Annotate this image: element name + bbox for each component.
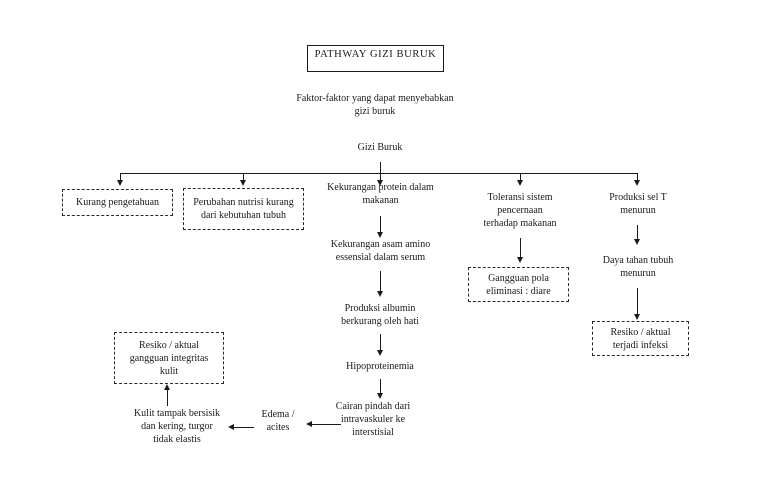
root-connector-line [380, 162, 381, 180]
arrowhead-produksi-sel-t [634, 180, 640, 186]
arrowhead-perubahan-nutrisi [240, 180, 246, 186]
node-produksi-albumin: Produksi albumin berkurang oleh hati [341, 303, 419, 327]
line-asam-amino-to-albumin [380, 271, 381, 291]
arrowhead-to-hipoproteinemia [377, 350, 383, 356]
node-edema-acites: Edema / acites [261, 409, 295, 433]
branch-rail-line [120, 173, 638, 174]
node-kurang-pengetahuan: Kurang pengetahuan [62, 189, 173, 216]
line-cairan-to-edema [312, 424, 341, 425]
drop-line-perubahan-nutrisi [243, 173, 244, 180]
line-daya-tahan-to-infeksi [637, 288, 638, 314]
line-toleransi-to-eliminasi [520, 238, 521, 257]
arrowhead-to-resiko-integritas [164, 384, 170, 390]
line-hipoproteinemia-to-cairan [380, 379, 381, 393]
line-kulit-to-resiko-integritas [167, 390, 168, 406]
arrowhead-root-to-protein [377, 180, 383, 186]
line-protein-to-asam-amino [380, 216, 381, 232]
diagram-title: PATHWAY GIZI BURUK [314, 49, 437, 60]
arrowhead-to-albumin [377, 291, 383, 297]
node-hipoproteinemia: Hipoproteinemia [346, 361, 414, 372]
node-perubahan-nutrisi: Perubahan nutrisi kurang dari kebutuhan … [183, 188, 304, 230]
arrowhead-to-cairan [377, 393, 383, 399]
arrowhead-to-infeksi [634, 314, 640, 320]
node-resiko-infeksi: Resiko / aktual terjadi infeksi [592, 321, 689, 356]
node-kulit-bersisik: Kulit tampak bersisik dan kering, turgor… [133, 408, 221, 445]
drop-line-toleransi [520, 173, 521, 180]
node-kekurangan-protein: Kekurangan protein dalam makanan [327, 182, 434, 206]
line-sel-t-to-daya-tahan [637, 225, 638, 239]
arrowhead-kurang-pengetahuan [117, 180, 123, 186]
node-resiko-integritas-kulit: Resiko / aktual gangguan integritas kuli… [114, 332, 224, 384]
arrowhead-to-eliminasi [517, 257, 523, 263]
line-albumin-to-hipoproteinemia [380, 334, 381, 350]
node-daya-tahan: Daya tahan tubuh menurun [602, 255, 674, 279]
drop-line-kurang-pengetahuan [120, 173, 121, 180]
line-edema-to-kulit [234, 427, 254, 428]
node-cairan-pindah: Cairan pindah dari intravaskuler ke inte… [335, 401, 411, 438]
arrowhead-to-daya-tahan [634, 239, 640, 245]
node-produksi-sel-t: Produksi sel T menurun [609, 192, 667, 216]
diagram-title-box: PATHWAY GIZI BURUK [307, 45, 444, 72]
node-kekurangan-asam-amino: Kekurangan asam amino essensial dalam se… [330, 239, 431, 263]
node-gangguan-eliminasi: Gangguan pola eliminasi : diare [468, 267, 569, 302]
arrowhead-to-asam-amino [377, 232, 383, 238]
arrowhead-to-edema [306, 421, 312, 427]
arrowhead-to-kulit [228, 424, 234, 430]
drop-line-produksi-sel-t [637, 173, 638, 180]
cause-note-text: Faktor-faktor yang dapat menyebabkan giz… [296, 93, 454, 117]
root-node-gizi-buruk: Gizi Buruk [357, 142, 403, 153]
arrowhead-toleransi [517, 180, 523, 186]
node-toleransi-sistem: Toleransi sistem pencernaan terhadap mak… [483, 192, 557, 229]
